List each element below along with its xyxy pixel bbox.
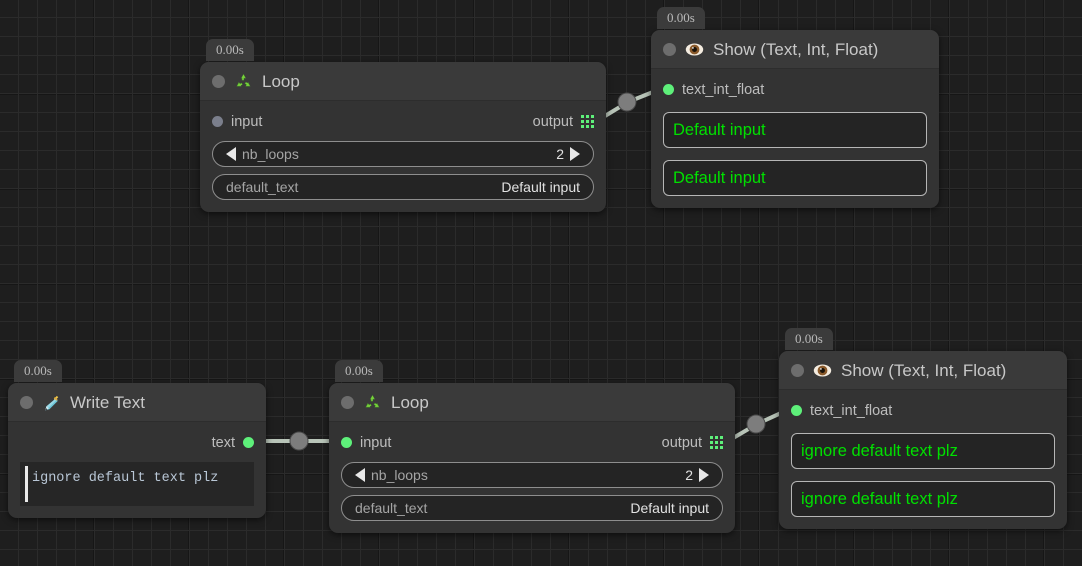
field-value[interactable]: Default input <box>630 500 709 516</box>
node-show-top[interactable]: 0.00s Show (Text, Int, Float) text_int_f… <box>651 7 939 208</box>
field-value[interactable]: Default input <box>501 179 580 195</box>
field-nb-loops[interactable]: nb_loops 2 <box>341 462 723 488</box>
node-body: input output nb_loops 2 default_text Def… <box>329 422 735 533</box>
output-value-box: ignore default text plz <box>791 433 1055 469</box>
collapse-dot[interactable] <box>20 395 33 409</box>
output-port-label: output <box>532 113 573 130</box>
output-value-box: ignore default text plz <box>791 481 1055 517</box>
node-title: Show (Text, Int, Float) <box>841 360 1007 380</box>
node-body: text ignore default text plz <box>8 422 266 518</box>
edge-handle[interactable] <box>617 92 637 112</box>
text-caret <box>25 466 28 502</box>
input-port-dot[interactable] <box>341 437 352 448</box>
edge-handle[interactable] <box>746 414 766 434</box>
output-value-box: Default input <box>663 112 927 148</box>
node-write-text[interactable]: 0.00s Write Text text ignore default tex <box>8 360 266 518</box>
node-header[interactable]: Loop <box>200 62 606 101</box>
increment-arrow-icon[interactable] <box>699 468 709 482</box>
decrement-arrow-icon[interactable] <box>355 468 365 482</box>
field-label: default_text <box>226 179 299 195</box>
port-row: text_int_float <box>663 79 927 100</box>
port-row: text <box>20 432 254 453</box>
recycle-icon <box>365 394 380 407</box>
collapse-dot[interactable] <box>791 363 804 377</box>
input-port-label: input <box>360 434 392 451</box>
node-header[interactable]: Loop <box>329 383 735 422</box>
eye-icon <box>813 363 832 377</box>
node-time-badge: 0.00s <box>657 7 705 29</box>
output-port-dot[interactable] <box>243 437 254 448</box>
port-row: input output <box>212 111 594 132</box>
edge-handle[interactable] <box>289 431 309 451</box>
port-row: text_int_float <box>791 400 1055 421</box>
node-title: Write Text <box>70 392 145 412</box>
eye-icon <box>685 42 704 56</box>
node-title: Loop <box>262 71 300 91</box>
recycle-icon <box>236 73 251 86</box>
node-time-badge: 0.00s <box>14 360 62 382</box>
node-time-badge: 0.00s <box>785 328 833 350</box>
input-port-label: text_int_float <box>682 81 765 98</box>
node-header[interactable]: Show (Text, Int, Float) <box>651 30 939 69</box>
node-time-badge: 0.00s <box>335 360 383 382</box>
text-input[interactable]: ignore default text plz <box>20 462 254 506</box>
output-port-label: text <box>211 434 235 451</box>
decrement-arrow-icon[interactable] <box>226 147 236 161</box>
increment-arrow-icon[interactable] <box>570 147 580 161</box>
node-show-bottom[interactable]: 0.00s Show (Text, Int, Float) text_int_f… <box>779 328 1067 529</box>
node-body: text_int_float ignore default text plz i… <box>779 390 1067 529</box>
node-header[interactable]: Write Text <box>8 383 266 422</box>
port-row: input output <box>341 432 723 453</box>
pen-icon <box>45 395 59 410</box>
node-body: input output nb_loops 2 default_text Def… <box>200 101 606 212</box>
field-default-text[interactable]: default_text Default input <box>212 174 594 200</box>
collapse-dot[interactable] <box>663 42 676 56</box>
node-title: Loop <box>391 392 429 412</box>
output-port-grid-icon[interactable] <box>710 436 723 449</box>
field-value[interactable]: 2 <box>556 146 564 162</box>
input-port-label: input <box>231 113 263 130</box>
field-default-text[interactable]: default_text Default input <box>341 495 723 521</box>
input-port-dot[interactable] <box>791 405 802 416</box>
text-input-value: ignore default text plz <box>32 471 219 486</box>
collapse-dot[interactable] <box>212 74 225 88</box>
node-time-badge: 0.00s <box>206 39 254 61</box>
output-port-label: output <box>661 434 702 451</box>
output-value-box: Default input <box>663 160 927 196</box>
collapse-dot[interactable] <box>341 395 354 409</box>
input-port-dot[interactable] <box>663 84 674 95</box>
input-port-label: text_int_float <box>810 402 893 419</box>
node-header[interactable]: Show (Text, Int, Float) <box>779 351 1067 390</box>
node-loop-top[interactable]: 0.00s Loop input output <box>200 39 606 212</box>
field-label: nb_loops <box>242 146 299 162</box>
field-label: nb_loops <box>371 467 428 483</box>
node-body: text_int_float Default input Default inp… <box>651 69 939 208</box>
field-label: default_text <box>355 500 428 516</box>
node-title: Show (Text, Int, Float) <box>713 39 879 59</box>
output-port-grid-icon[interactable] <box>581 115 594 128</box>
node-loop-bottom[interactable]: 0.00s Loop input output <box>329 360 735 533</box>
field-nb-loops[interactable]: nb_loops 2 <box>212 141 594 167</box>
input-port-dot[interactable] <box>212 116 223 127</box>
field-value[interactable]: 2 <box>685 467 693 483</box>
